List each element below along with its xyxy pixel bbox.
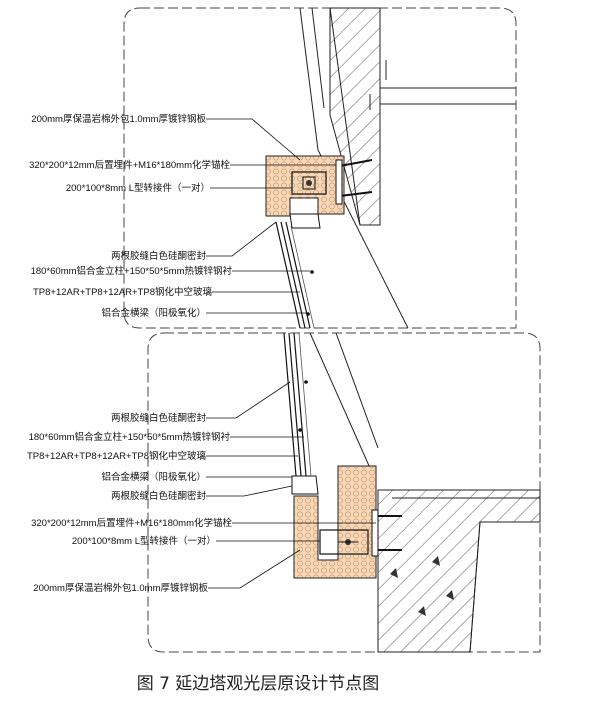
label-insulation-top: 200mm厚保温岩棉外包1.0mm厚镀锌钢板: [31, 113, 206, 125]
label-embed-plate-top: 320*200*12mm后置埋件+M16*180mm化学锚栓: [29, 159, 230, 171]
label-l-bracket-bottom: 200*100*8mm L型转接件（一对）: [72, 535, 216, 547]
top-boundary: [123, 7, 517, 329]
label-sealant-bottom-1: 两根胶缝白色硅酮密封: [111, 412, 207, 424]
label-mullion-top: 180*60mm铝合金立柱+150*50*5mm热镀锌钢衬: [31, 265, 233, 277]
label-mullion-bottom: 180*60mm铝合金立柱+150*50*5mm热镀锌钢衬: [29, 431, 231, 443]
bottom-detail: 两根胶缝白色硅酮密封 180*60mm铝合金立柱+150*50*5mm热镀锌钢衬…: [27, 332, 541, 653]
label-insulation-bottom: 200mm厚保温岩棉外包1.0mm厚镀锌钢板: [33, 582, 208, 594]
label-transom-bottom: 铝合金横梁（阳极氧化）: [101, 471, 206, 483]
label-embed-plate-bottom: 320*200*12mm后置埋件+M16*180mm化学锚栓: [31, 517, 232, 529]
bottom-insulation: [293, 465, 377, 579]
bottom-mullion-base: [291, 475, 319, 495]
label-l-bracket-top: 200*100*8mm L型转接件（一对）: [66, 182, 210, 194]
figure-caption: 图 7 延边塔观光层原设计节点图: [137, 674, 380, 694]
bottom-concrete-slab: [377, 489, 541, 653]
label-glass-top: TP8+12AR+TP8+12AR+TP8钢化中空玻璃: [33, 286, 212, 298]
label-glass-bottom: TP8+12AR+TP8+12AR+TP8钢化中空玻璃: [27, 450, 206, 462]
top-detail: 200mm厚保温岩棉外包1.0mm厚镀锌钢板 320*200*12mm后置埋件+…: [29, 7, 517, 329]
label-sealant-bottom-2: 两根胶缝白色硅酮密封: [111, 490, 207, 502]
top-concrete-wall: [329, 7, 381, 226]
bottom-boundary: [147, 332, 541, 653]
top-mullion: [289, 213, 321, 229]
label-sealant-top: 两根胶缝白色硅酮密封: [111, 250, 207, 262]
top-insulation: [265, 155, 345, 217]
label-transom-top: 铝合金横梁（阳极氧化）: [101, 307, 206, 319]
